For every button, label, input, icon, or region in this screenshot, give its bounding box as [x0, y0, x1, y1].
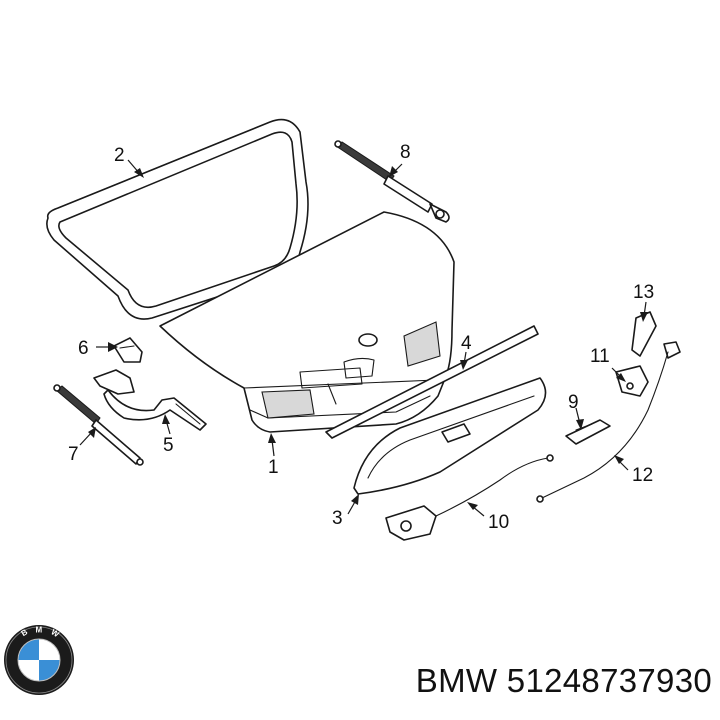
callout-5: 5 [163, 435, 174, 456]
part-6-hinge-bracket [113, 337, 143, 363]
svg-text:W: W [49, 627, 61, 639]
part-9-actuator [565, 419, 611, 445]
part-1-trunk-lid [159, 211, 455, 433]
part-12-release-cable [536, 351, 669, 503]
part-5-hinge [93, 369, 207, 431]
part-8-gas-strut [334, 140, 450, 223]
callout-10: 10 [488, 512, 509, 533]
callout-6: 6 [78, 338, 89, 359]
callout-12: 12 [632, 465, 653, 486]
part-7-gas-strut [53, 384, 144, 466]
callout-11: 11 [590, 346, 610, 367]
logo-blue-quadrant-top-left [18, 639, 39, 660]
leader-lines [79, 159, 648, 517]
bmw-logo: B M W [4, 625, 74, 695]
logo-blue-quadrant-bottom-right [39, 660, 60, 681]
svg-text:M: M [36, 626, 43, 635]
part-number-caption: BMW 51248737930 [415, 662, 712, 699]
svg-text:B: B [20, 627, 30, 638]
callout-1: 1 [268, 457, 279, 478]
callout-7: 7 [68, 444, 79, 465]
part-2-weatherstrip-seal [46, 118, 309, 320]
part-10-trunk-latch [385, 454, 554, 541]
part-13-bracket [631, 311, 681, 359]
callout-9: 9 [568, 392, 579, 413]
callout-2: 2 [114, 145, 125, 166]
callout-13: 13 [633, 282, 654, 303]
part-3-trim-panel [353, 377, 547, 495]
callout-3: 3 [332, 508, 343, 529]
callout-4: 4 [461, 333, 472, 354]
part-11-latch [615, 365, 649, 397]
callout-8: 8 [400, 142, 411, 163]
